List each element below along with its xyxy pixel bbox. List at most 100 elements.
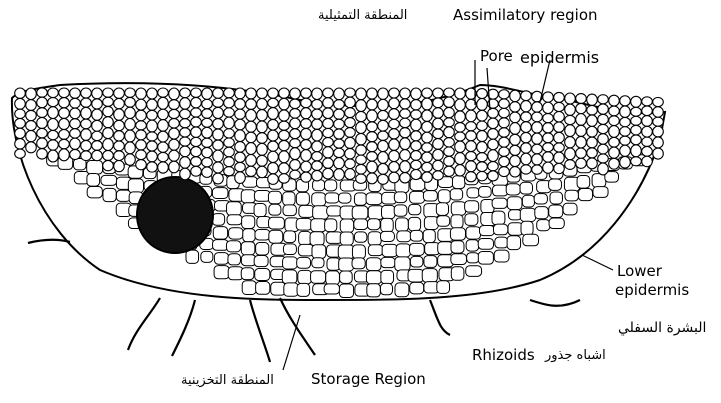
filament-cell [488,150,499,162]
filament-cell [389,88,400,98]
filament-cell [532,144,543,154]
storage-region-label: Storage Region [311,372,426,387]
filament-cell [433,98,444,108]
filament-cell [301,150,312,162]
filament-cell [15,109,26,118]
filament-cell [653,117,664,126]
filament-cell [642,156,653,166]
filament-cell [334,100,345,109]
filament-cell [433,88,444,98]
storage-cell [467,188,479,198]
filament-cell [158,120,169,132]
storage-cell [368,232,381,246]
filament-cell [323,128,334,137]
filament-cell [147,88,158,99]
filament-cell [554,143,565,152]
filament-cell [180,98,191,109]
storage-cell [563,203,577,215]
filament-cell [158,131,169,142]
filament-cell [92,120,103,131]
filament-cell [180,137,191,146]
filament-cell [323,118,334,128]
filament-cell [279,110,290,121]
filament-cell [334,109,345,119]
filament-cell [543,133,554,143]
storage-cell [535,207,548,219]
filament-cell [114,151,125,161]
filament-cell [191,108,202,117]
filament-cell [147,99,158,110]
rhizoid [250,300,270,362]
filament-cell [598,163,609,175]
filament-cell [312,152,323,161]
filament-cell [499,156,510,166]
filament-cell [26,100,37,111]
filament-cell [125,97,136,107]
storage-cell [269,204,281,215]
filament-cell [235,88,246,99]
filament-cell [554,122,565,132]
storage-cell [549,205,563,217]
filament-cell [444,138,455,147]
filament-cell [411,170,422,180]
filament-cell [125,119,136,131]
rhizoid [172,300,195,356]
filament-cell [312,99,323,109]
filament-cell [576,103,587,113]
storage-cell [537,220,550,231]
filament-cell [224,157,235,167]
filament-cell [466,141,477,152]
filament-cell [620,145,631,156]
rhizoid [530,300,580,306]
filament-cell [312,88,323,99]
filament-cell [521,165,532,174]
storage-cell [228,254,241,265]
filament-cell [257,143,268,155]
filament-cell [290,170,301,179]
filament-cell [235,142,246,153]
filament-cell [554,152,565,163]
storage-cell [283,244,296,255]
filament-cell [389,139,400,150]
filament-cell [235,130,246,142]
filament-cell [224,108,235,117]
filament-cell [345,97,356,108]
filament-cell [158,162,169,173]
filament-cell [334,139,345,148]
storage-cell [298,270,312,284]
filament-cell [323,138,334,147]
filament-cell [59,139,70,149]
filament-cell [631,116,642,125]
filament-cell [543,152,554,162]
filament-cell [400,109,411,118]
filament-cell [499,90,510,99]
storage-cell [339,258,354,271]
filament-cell [543,102,554,113]
rhizoid [128,298,160,350]
storage-cell [366,258,381,271]
filament-cell [477,162,488,172]
filament-cell [488,162,499,171]
storage-cell [549,179,562,190]
filament-cell [620,117,631,126]
filament-cell [356,155,367,164]
filament-cell [191,137,202,146]
filament-cell [213,140,224,150]
assimilatory-region-label: Assimilatory region [453,8,598,23]
filament-cell [81,98,92,107]
filament-cell [587,105,598,115]
filament-cell [169,119,180,128]
filament-cell [477,153,488,162]
filament-cell [422,143,433,152]
filament-cell [378,88,389,99]
filament-cell [147,132,158,141]
filament-cell [92,141,103,151]
filament-cell [48,98,59,107]
storage-cell [422,269,437,283]
filament-cell [257,133,268,144]
filament-cell [81,107,92,119]
storage-cell [423,191,437,201]
filament-cell [59,118,70,129]
storage-cell [214,253,228,265]
filament-cell [169,150,180,161]
